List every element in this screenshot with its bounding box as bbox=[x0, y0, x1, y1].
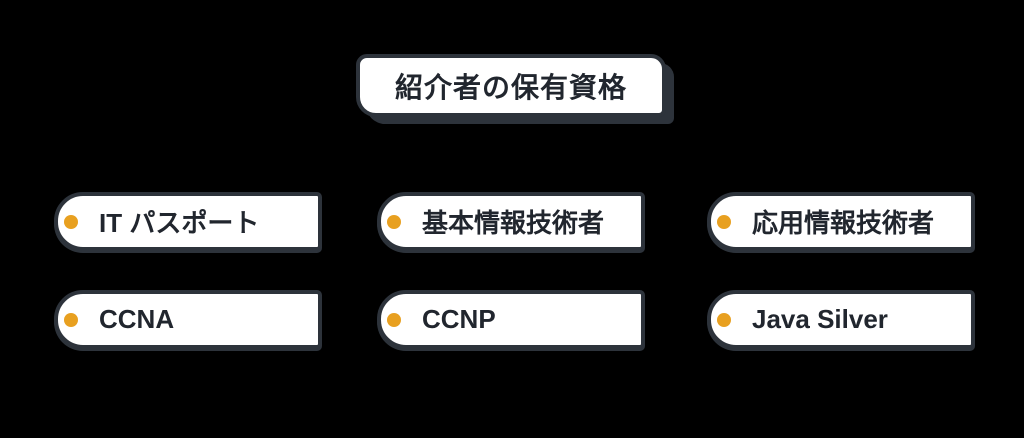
qualification-label: Java Silver bbox=[752, 304, 888, 334]
qualification-label: 基本情報技術者 bbox=[422, 208, 605, 238]
qualification-item-fe: 基本情報技術者 bbox=[377, 192, 645, 251]
qualification-label: 応用情報技術者 bbox=[752, 208, 935, 238]
qualification-item-it-passport: IT パスポート bbox=[54, 192, 322, 251]
qualification-item-java-silver: Java Silver bbox=[707, 290, 975, 349]
bullet-icon bbox=[64, 214, 78, 229]
qualification-label: CCNP bbox=[422, 304, 496, 334]
qualification-item-ap: 応用情報技術者 bbox=[707, 192, 975, 251]
qualification-item-ccnp: CCNP bbox=[377, 290, 645, 349]
bullet-icon bbox=[717, 214, 731, 229]
qualification-label: IT パスポート bbox=[99, 208, 260, 238]
bullet-icon bbox=[64, 312, 78, 327]
title-box: 紹介者の保有資格 bbox=[356, 54, 666, 117]
qualification-label: CCNA bbox=[99, 304, 175, 334]
bullet-icon bbox=[387, 312, 401, 327]
bullet-icon bbox=[387, 214, 401, 229]
bullet-icon bbox=[717, 312, 731, 327]
page-title: 紹介者の保有資格 bbox=[394, 71, 627, 103]
qualification-item-ccna: CCNA bbox=[54, 290, 322, 349]
